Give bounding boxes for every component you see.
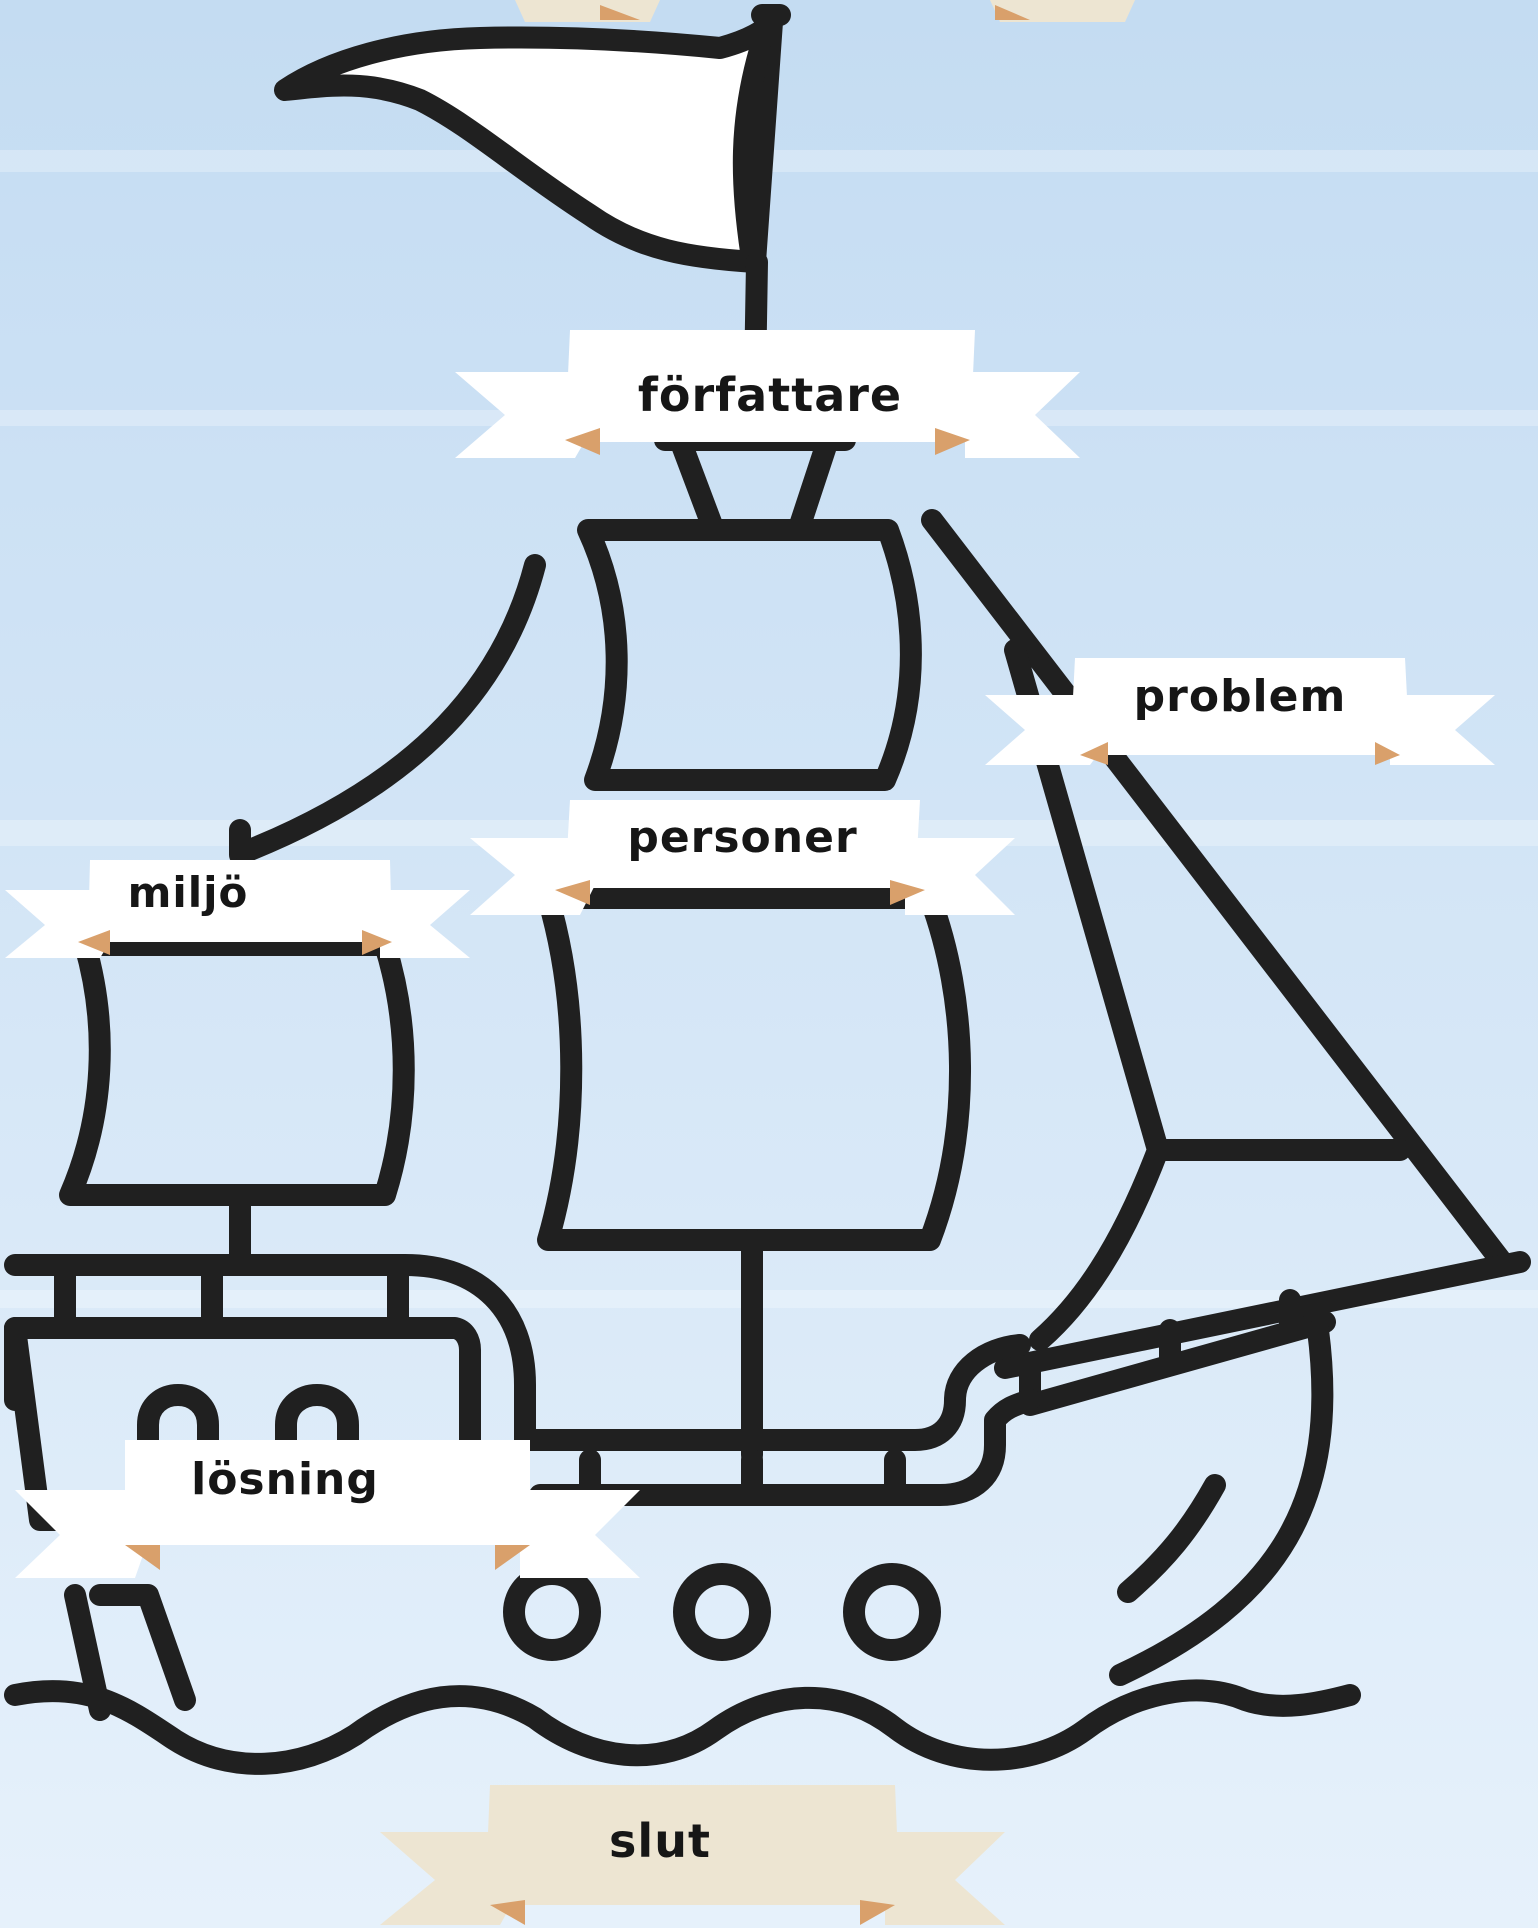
porthole [673,1563,771,1661]
waves [4,1679,1361,1775]
left-sail [59,934,415,1206]
upper-main-sail [577,519,922,791]
top-ribbon-left [515,0,660,22]
lower-main-sail [537,887,971,1251]
top-ribbon-right [990,0,1135,22]
ribbon-ending [380,1785,1005,1925]
ship-outline [4,4,1531,1775]
ribbon-characters [470,800,1015,915]
ribbon-setting [5,860,470,958]
ribbon-solution [15,1440,640,1578]
ribbon-problem [985,658,1495,765]
ribbon-author [455,330,1080,458]
porthole [843,1563,941,1661]
flag [274,11,783,273]
